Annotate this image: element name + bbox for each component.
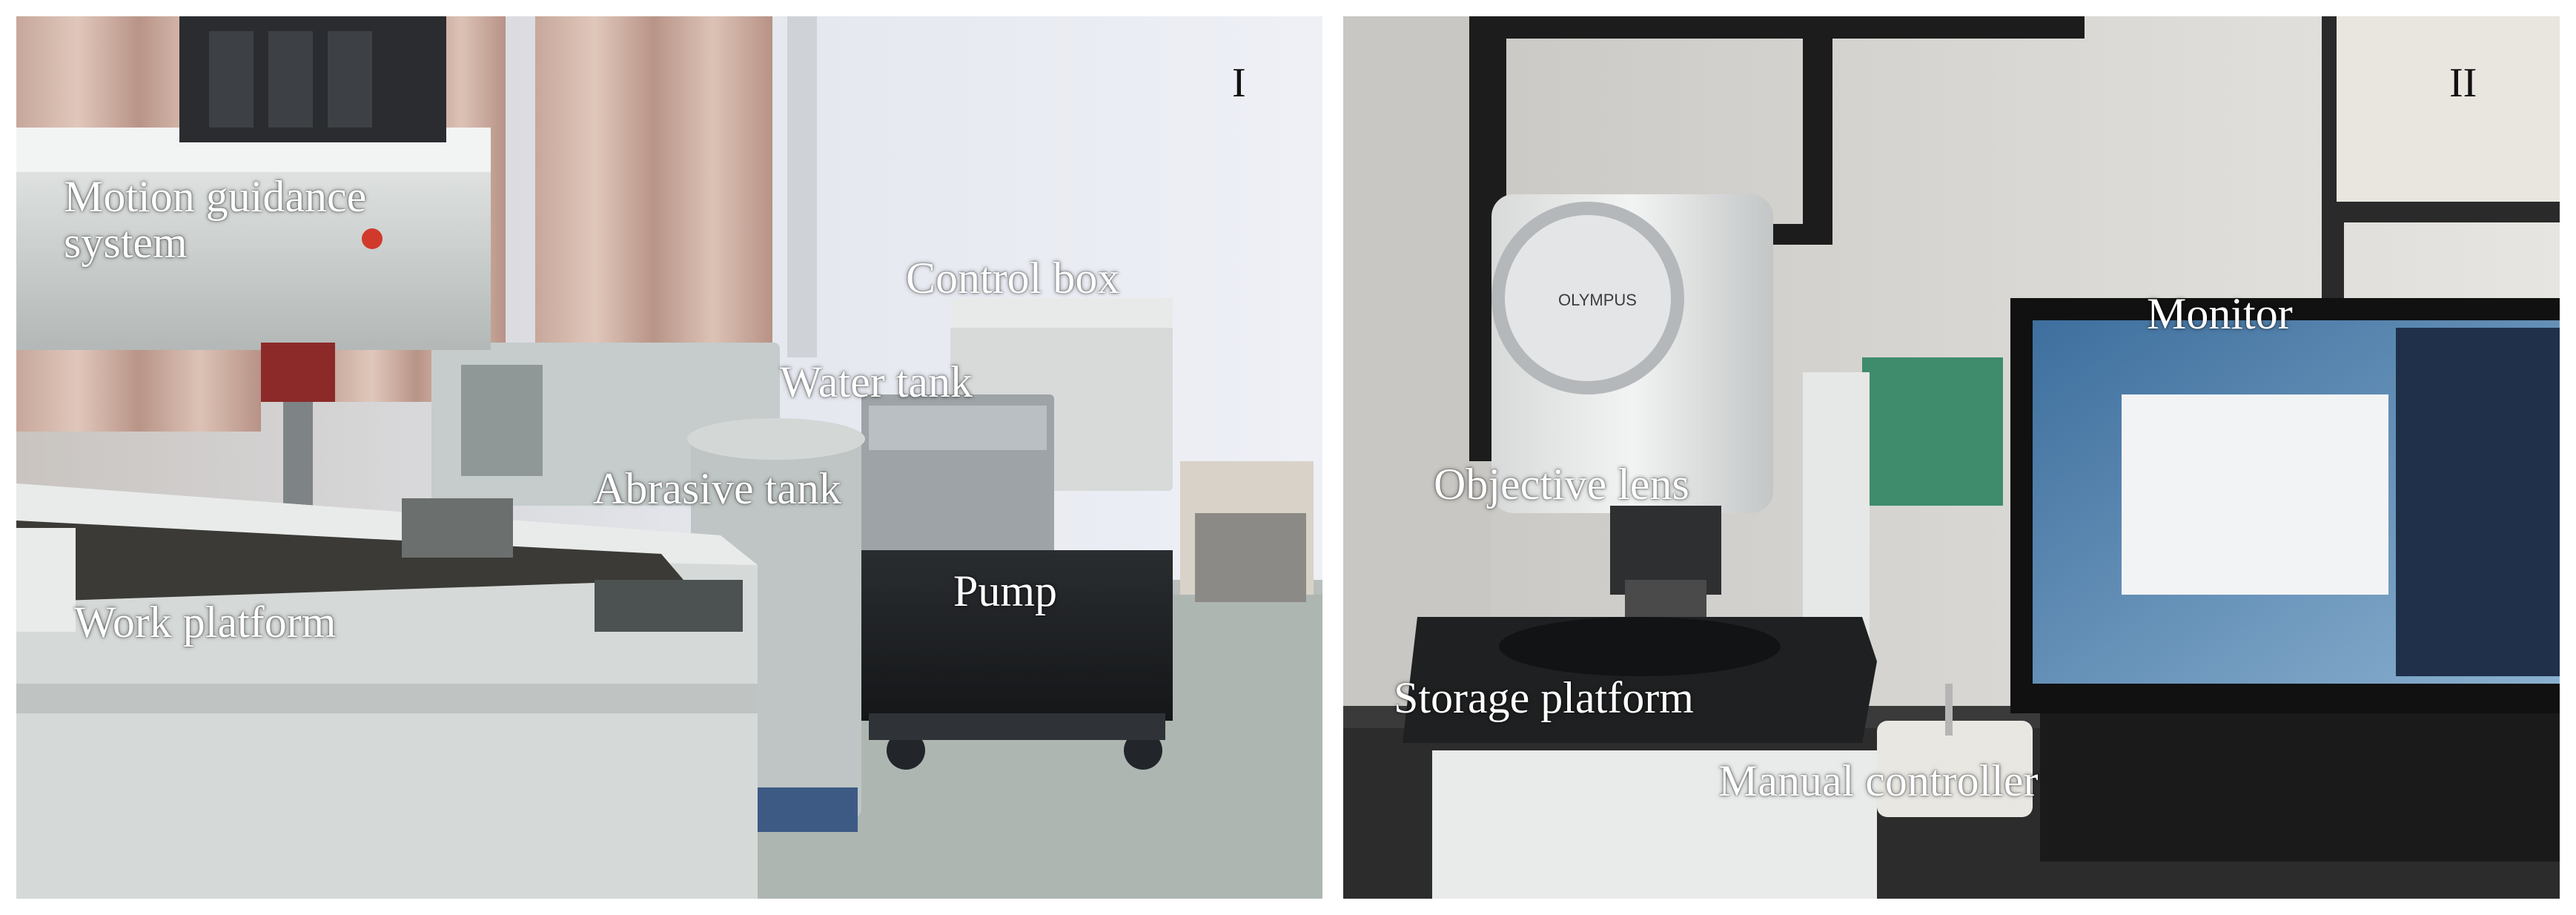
label-work-platform: Work platform [74, 598, 337, 647]
panel-numeral-2: II [2449, 60, 2477, 106]
label-control-box: Control box [906, 254, 1120, 303]
label-pump: Pump [953, 566, 1058, 615]
photo-panel-microscope-setup: OLYMPUS II Monitor Objective lens Storag… [1343, 16, 2560, 899]
label-monitor: Monitor [2147, 289, 2293, 338]
panel-numeral-1: I [1232, 60, 1246, 106]
photo-panel-waterjet-setup: I Motion guidance system Control box Wat… [16, 16, 1322, 899]
label-manual-controller: Manual controller [1718, 756, 2039, 805]
label-motion-guidance-system: Motion guidance system [64, 172, 367, 267]
label-storage-platform: Storage platform [1394, 673, 1694, 722]
label-water-tank: Water tank [780, 357, 973, 406]
label-objective-lens: Objective lens [1434, 460, 1689, 509]
microscope-brand-text: OLYMPUS [1558, 291, 1637, 309]
label-abrasive-tank: Abrasive tank [593, 464, 841, 513]
waterjet-photo-scene [16, 16, 1322, 899]
microscope-photo-scene: OLYMPUS [1343, 16, 2560, 899]
